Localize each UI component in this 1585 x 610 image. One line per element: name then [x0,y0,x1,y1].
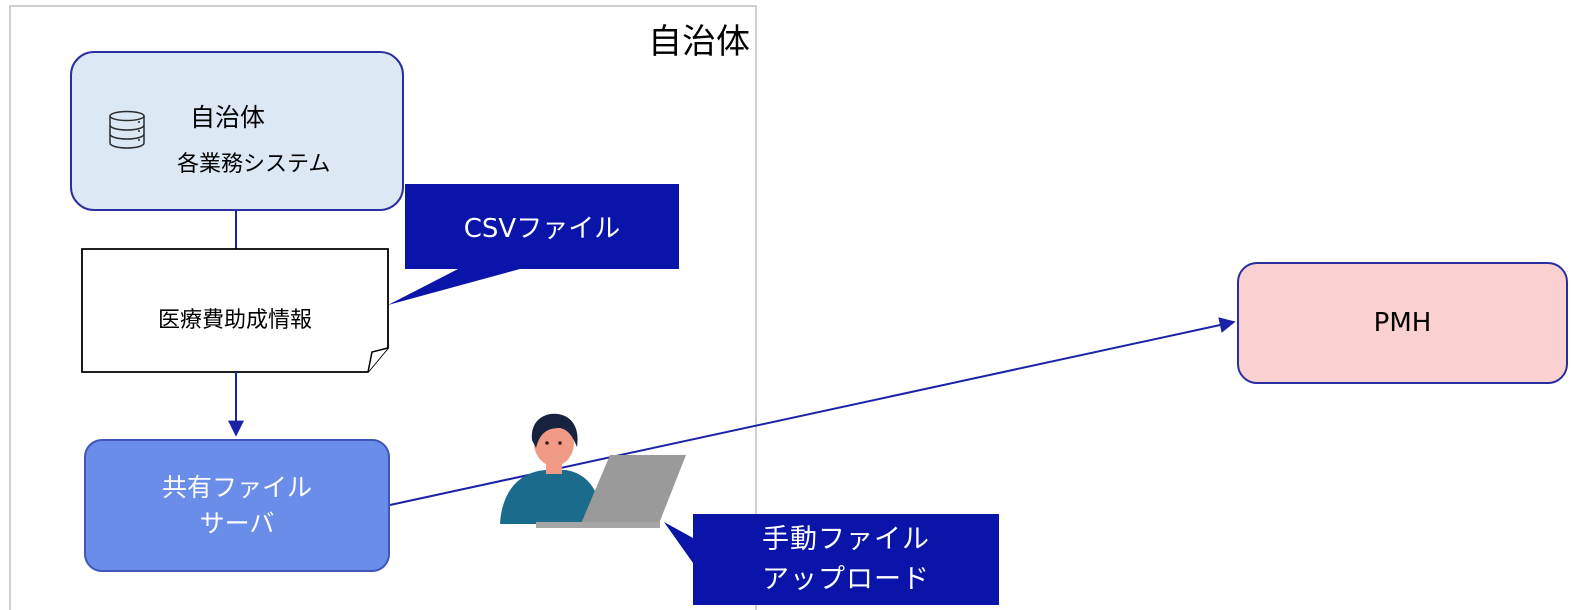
csv-callout-shape [388,184,679,305]
pmh-label: PMH [1373,308,1432,338]
upload-callout-shape [664,514,999,605]
upload-callout-label: 手動ファイル アップロード [693,514,999,605]
upload-line2: アップロード [762,563,930,595]
document-label: 医療費助成情報 [157,308,312,333]
person-with-laptop-icon [500,413,686,528]
organization-title: 自治体 [648,22,750,62]
organization-frame [9,5,757,610]
csv-callout-label: CSVファイル [463,214,621,244]
pmh-box: PMH [1237,262,1568,384]
document-fold [367,347,389,373]
business-system-box [70,51,404,211]
shared-file-server-box: 共有ファイル サーバ [84,439,390,572]
system-subtitle: 各業務システム [177,152,331,177]
server-to-pmh-arrow [389,317,1236,506]
shared-server-line2: サーバ [199,508,275,538]
upload-line1: 手動ファイル [762,523,930,555]
system-title: 自治体 [190,103,266,132]
shared-server-line1: 共有ファイル [161,472,312,502]
database-icon [109,110,145,149]
